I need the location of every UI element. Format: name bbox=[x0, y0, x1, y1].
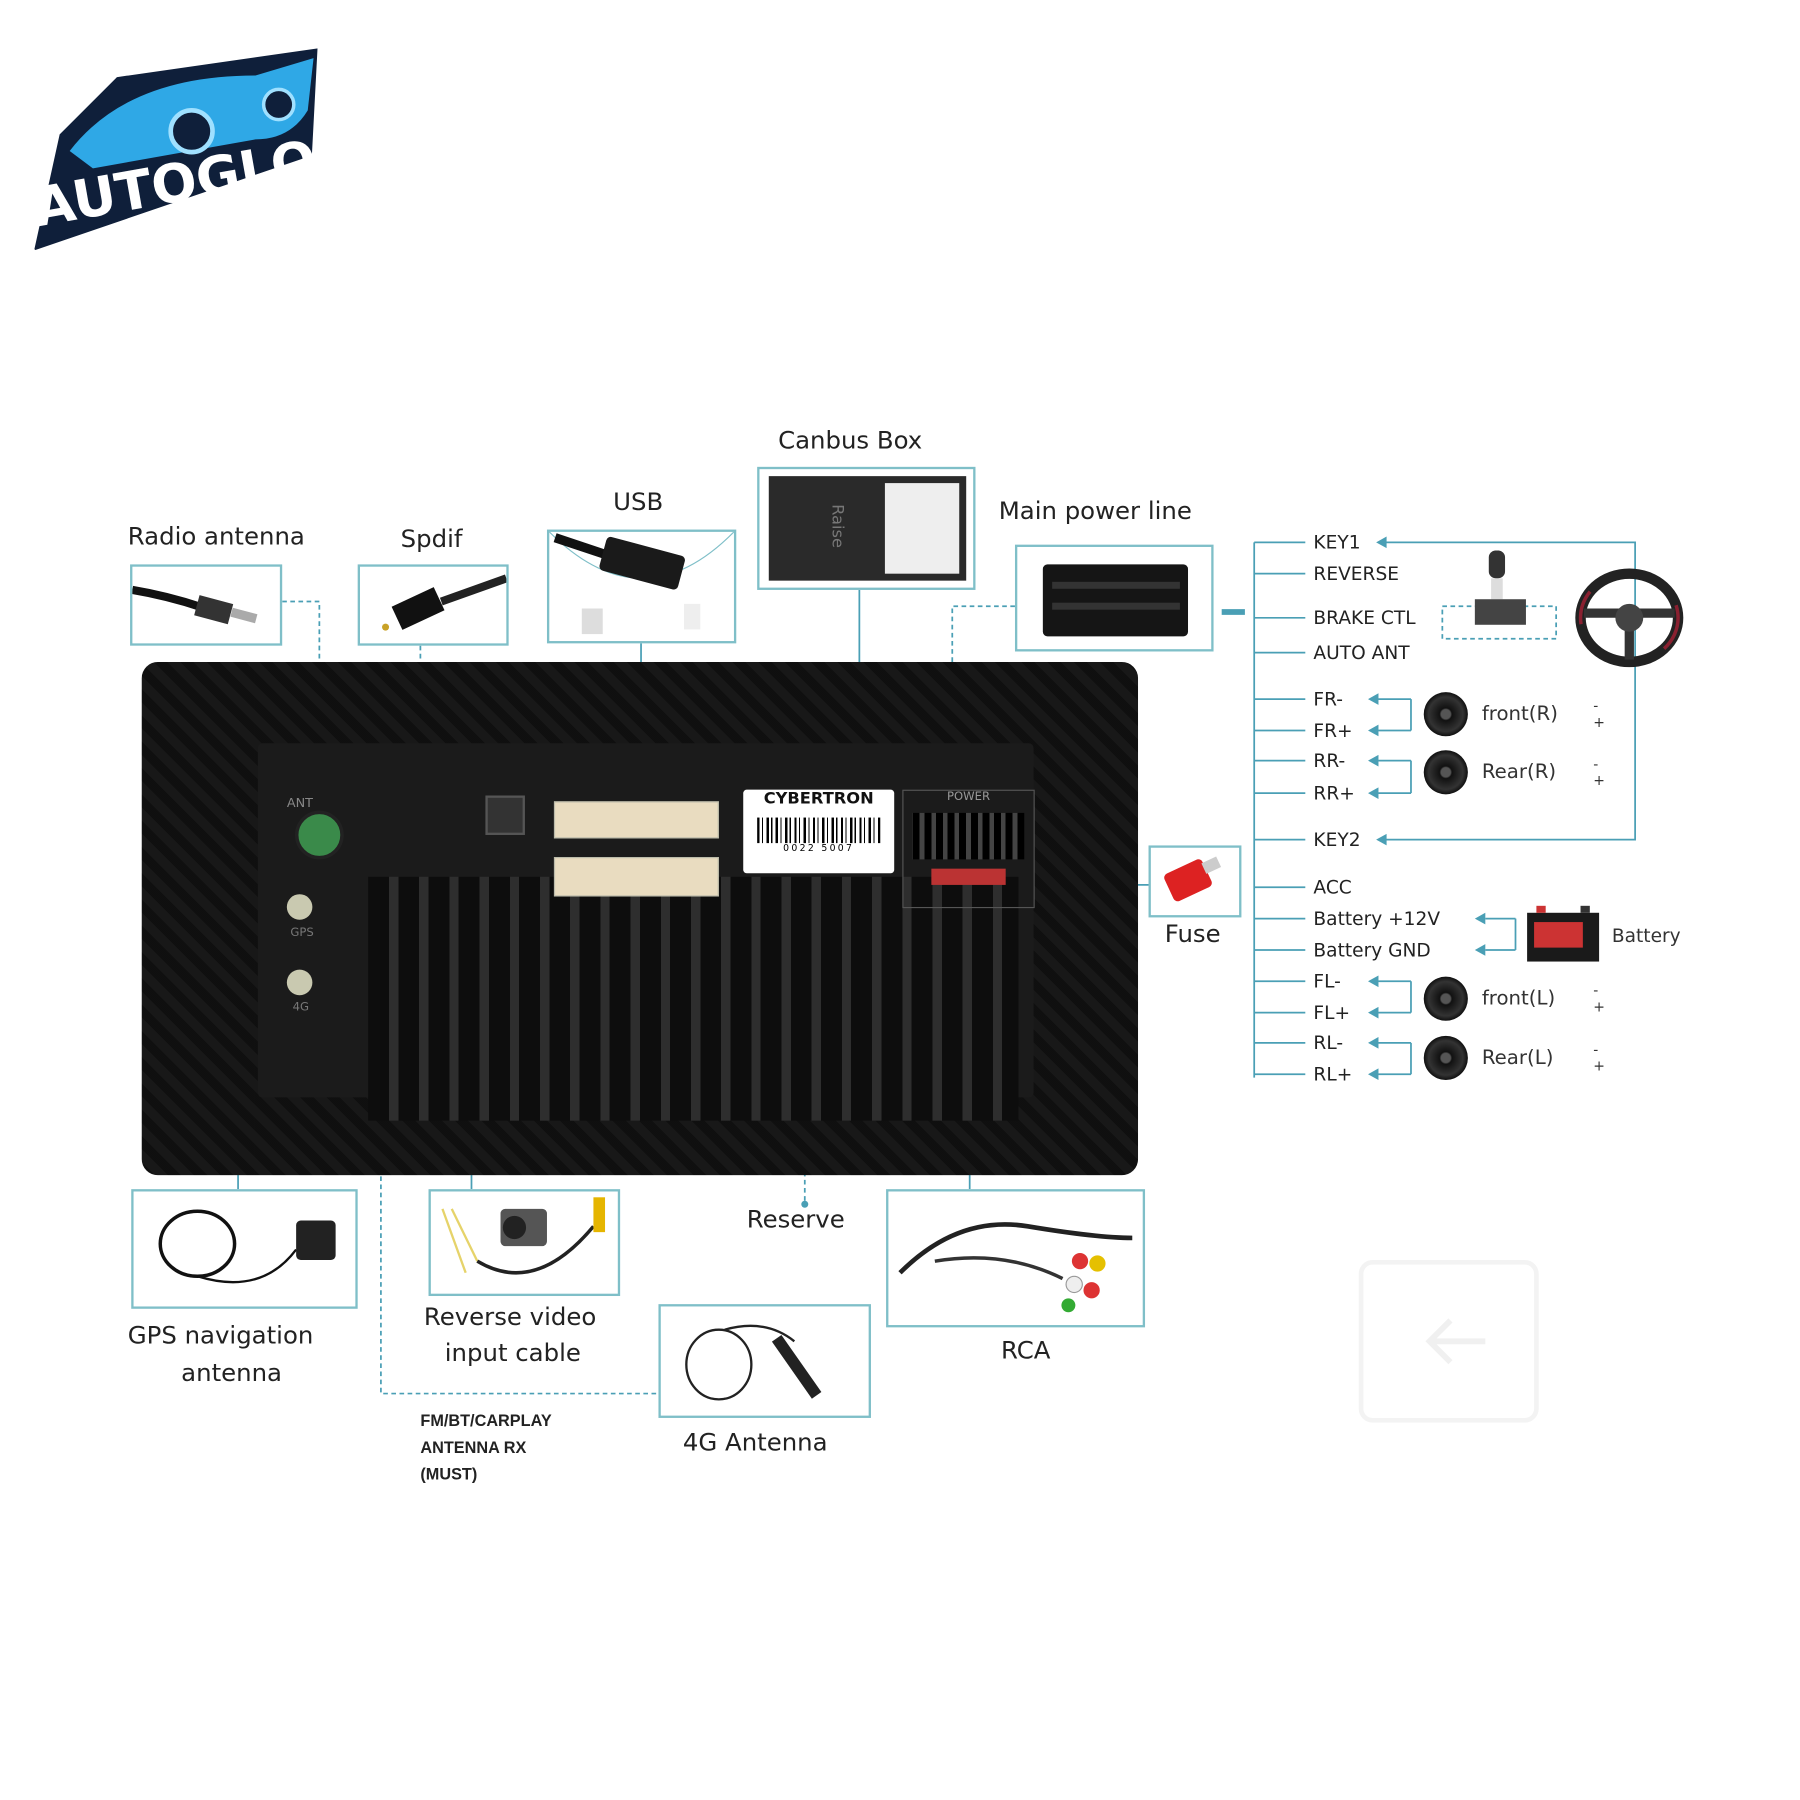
speaker-label: front(R) bbox=[1481, 702, 1558, 726]
pin-label: KEY1 bbox=[1313, 531, 1361, 554]
main-power-connector-image bbox=[1014, 544, 1214, 652]
speaker-icon bbox=[1423, 692, 1468, 737]
pin-label: FL+ bbox=[1313, 1001, 1351, 1024]
plus-sign: + bbox=[1593, 998, 1605, 1015]
rca-harness-port bbox=[553, 857, 719, 897]
battery-label: Battery bbox=[1611, 924, 1681, 947]
arrow-icon bbox=[1368, 1006, 1379, 1019]
speaker-polarity: -+ bbox=[1593, 982, 1605, 1015]
arrow-icon bbox=[1368, 787, 1379, 799]
arrow-icon bbox=[1474, 944, 1486, 956]
back-arrow-icon[interactable] bbox=[1358, 1260, 1539, 1423]
radio-antenna-label: Radio antenna bbox=[127, 522, 305, 551]
gps-antenna-label-line1: GPS navigation bbox=[127, 1321, 314, 1350]
arrow-icon bbox=[1368, 1068, 1379, 1081]
usb-harness-port bbox=[553, 801, 719, 839]
pin-label: RR- bbox=[1313, 749, 1346, 772]
minus-sign: - bbox=[1593, 1041, 1599, 1058]
speaker-icon bbox=[1423, 750, 1468, 795]
fuse-image bbox=[1148, 845, 1242, 918]
arrow-icon bbox=[1376, 833, 1387, 846]
pin-label: FR- bbox=[1313, 688, 1343, 711]
arrow-icon bbox=[1368, 724, 1379, 737]
canbus-box-label: Canbus Box bbox=[778, 426, 923, 455]
cybertron-brand: CYBERTRON bbox=[763, 789, 874, 809]
fuse-label: Fuse bbox=[1164, 919, 1221, 948]
gps-port-label: GPS bbox=[290, 926, 314, 940]
pin-label: Battery GND bbox=[1313, 938, 1431, 961]
speaker-polarity: -+ bbox=[1593, 1042, 1605, 1075]
gps-port bbox=[286, 894, 313, 920]
arrow-icon bbox=[1368, 754, 1379, 767]
pin-label: RL- bbox=[1313, 1031, 1344, 1054]
minus-sign: - bbox=[1593, 756, 1599, 773]
arrow-icon bbox=[1368, 975, 1379, 988]
barcode-number: 0022 5007 bbox=[783, 843, 855, 854]
speaker-label: Rear(R) bbox=[1481, 760, 1557, 784]
fm-note-line1: FM/BT/CARPLAY bbox=[420, 1410, 552, 1430]
canbus-brand-text: Raise bbox=[827, 504, 847, 549]
usb-image bbox=[546, 529, 737, 644]
rca-cable-image bbox=[886, 1189, 1146, 1328]
rca-label: RCA bbox=[1001, 1336, 1051, 1365]
speaker-polarity: -+ bbox=[1593, 698, 1605, 731]
ant-port-label: ANT bbox=[286, 795, 313, 811]
pin-label: BRAKE CTL bbox=[1313, 606, 1416, 629]
gear-shifter-icon bbox=[1474, 550, 1526, 625]
canbus-box-image: Raise bbox=[757, 466, 976, 590]
minus-sign: - bbox=[1593, 697, 1599, 715]
pin-label: FR+ bbox=[1313, 719, 1353, 742]
arrow-icon bbox=[1368, 1037, 1379, 1049]
head-unit-back-panel: ANT GPS 4G CYBERTRON 0022 5007 POWER bbox=[141, 661, 1139, 1176]
speaker-polarity: -+ bbox=[1593, 756, 1605, 789]
4g-antenna-image bbox=[658, 1304, 871, 1418]
speaker-icon bbox=[1423, 1035, 1468, 1081]
plus-sign: + bbox=[1593, 772, 1605, 789]
pin-label: RR+ bbox=[1313, 782, 1355, 805]
arrow-icon bbox=[1376, 536, 1387, 549]
4g-port bbox=[286, 969, 313, 996]
reverse-video-label-line1: Reverse video bbox=[423, 1302, 597, 1331]
fm-bt-carplay-antenna-note: FM/BT/CARPLAY ANTENNA RX (MUST) bbox=[420, 1407, 551, 1487]
reverse-video-label-line2: input cable bbox=[444, 1338, 581, 1367]
reverse-camera-image bbox=[428, 1189, 621, 1297]
4g-antenna-label: 4G Antenna bbox=[682, 1428, 828, 1457]
reserve-label: Reserve bbox=[746, 1205, 845, 1234]
pin-label: KEY2 bbox=[1313, 828, 1361, 851]
pin-label: RL+ bbox=[1313, 1063, 1353, 1086]
plus-sign: + bbox=[1593, 1057, 1605, 1075]
minus-sign: - bbox=[1593, 982, 1599, 999]
power-port: POWER bbox=[902, 789, 1035, 909]
usb-label: USB bbox=[613, 487, 664, 516]
steering-wheel-icon bbox=[1575, 568, 1684, 668]
pin-label: ACC bbox=[1313, 876, 1352, 899]
radio-antenna-port bbox=[294, 810, 344, 860]
battery-icon bbox=[1527, 905, 1600, 962]
plus-sign: + bbox=[1593, 714, 1605, 731]
pin-label: AUTO ANT bbox=[1313, 641, 1410, 664]
power-port-label: POWER bbox=[947, 790, 991, 804]
pin-label: Battery +12V bbox=[1313, 907, 1441, 930]
radio-antenna-image bbox=[130, 564, 283, 646]
pin-label: REVERSE bbox=[1313, 562, 1399, 585]
cybertron-sticker: CYBERTRON 0022 5007 bbox=[743, 789, 895, 874]
pin-label: FL- bbox=[1313, 970, 1341, 993]
4g-port-label: 4G bbox=[292, 1001, 310, 1014]
autoglo-logo: AUTOGLO AUSTRALIA bbox=[23, 41, 327, 255]
speaker-label: front(L) bbox=[1481, 987, 1556, 1011]
speaker-icon bbox=[1423, 976, 1468, 1021]
gps-antenna-image bbox=[131, 1189, 358, 1309]
fm-note-line3: (MUST) bbox=[420, 1464, 478, 1483]
main-power-line-label: Main power line bbox=[998, 497, 1192, 525]
arrow-icon bbox=[1368, 693, 1379, 705]
spdif-port bbox=[485, 795, 525, 835]
spdif-image bbox=[357, 564, 509, 646]
gps-antenna-label-line2: antenna bbox=[181, 1358, 282, 1387]
fm-note-line2: ANTENNA RX bbox=[420, 1437, 527, 1457]
speaker-label: Rear(L) bbox=[1481, 1046, 1554, 1070]
spdif-label: Spdif bbox=[400, 524, 463, 553]
arrow-icon bbox=[1474, 912, 1486, 925]
